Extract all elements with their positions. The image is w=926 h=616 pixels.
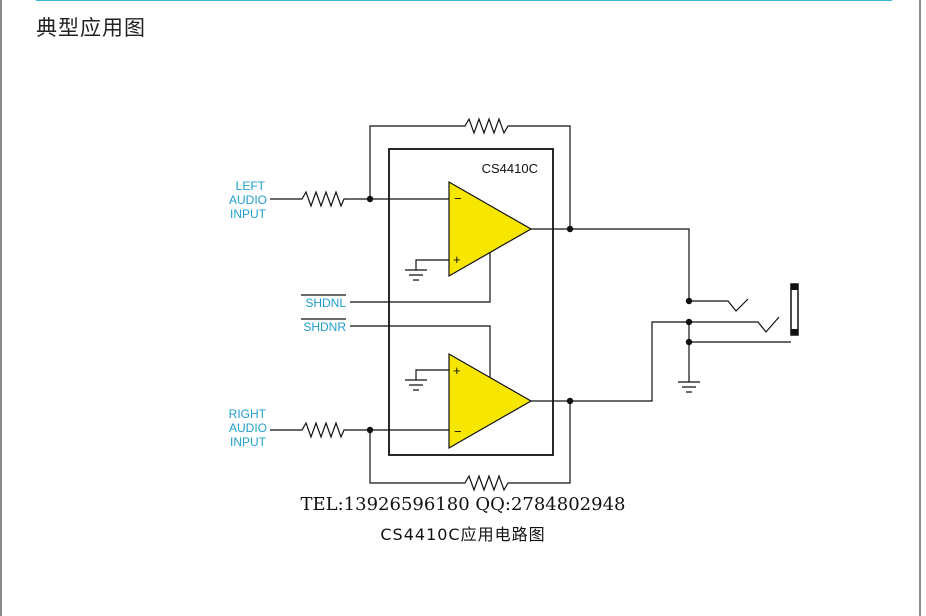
right-opamp xyxy=(448,352,533,450)
left-feedback-resistor xyxy=(369,117,571,229)
junction-left-output xyxy=(566,225,574,233)
left-opamp-minus: − xyxy=(454,191,462,206)
left-input-label-line2: AUDIO xyxy=(229,193,267,207)
right-ground-symbol xyxy=(405,379,427,391)
junction-right-output xyxy=(566,397,574,405)
left-opamp-plus: + xyxy=(453,252,461,267)
left-input-label-line1: LEFT xyxy=(236,179,266,193)
left-input-label-line3: INPUT xyxy=(230,207,267,221)
left-opamp xyxy=(448,180,533,278)
right-border xyxy=(919,0,921,616)
left-output-wire xyxy=(531,228,690,301)
headphone-jack-cap-top xyxy=(791,284,798,290)
right-input-label-line2: AUDIO xyxy=(229,421,267,435)
top-rule xyxy=(36,0,892,1)
diagram-caption: CS4410C应用电路图 xyxy=(380,525,546,544)
shdnr-label: SHDNR xyxy=(303,320,346,334)
headphone-jack-cap-bottom xyxy=(791,329,798,335)
left-ground-symbol xyxy=(405,269,427,281)
right-opamp-plus: + xyxy=(453,363,461,378)
right-opamp-minus: − xyxy=(454,424,462,439)
contact-caption: TEL:13926596180 QQ:2784802948 xyxy=(300,494,626,515)
right-input-resistor xyxy=(270,421,449,439)
shdnl-wire xyxy=(350,253,491,303)
jack-ground-symbol xyxy=(678,381,700,393)
right-input-label-line3: INPUT xyxy=(230,435,267,449)
chip-label: CS4410C xyxy=(482,161,538,176)
left-border xyxy=(0,0,2,616)
jack-ring-spring xyxy=(689,316,780,333)
jack-tip-spring xyxy=(689,298,749,312)
headphone-jack-body xyxy=(790,283,799,336)
right-feedback-resistor xyxy=(369,401,571,492)
shdnl-label: SHDNL xyxy=(305,296,346,310)
left-plus-ground-wire xyxy=(415,259,449,270)
right-input-label-line1: RIGHT xyxy=(229,407,267,421)
right-plus-ground-wire xyxy=(415,369,449,380)
right-output-wire xyxy=(531,321,689,402)
shdnr-wire xyxy=(350,325,491,377)
section-title: 典型应用图 xyxy=(36,16,146,40)
left-input-resistor xyxy=(270,190,449,208)
